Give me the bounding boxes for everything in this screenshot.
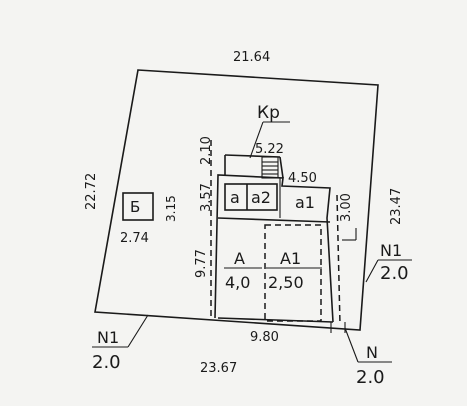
neighbour-bottom-value: 2.0: [356, 367, 385, 388]
kp-label: Кр: [257, 103, 280, 123]
plot-boundary: [94, 69, 379, 331]
house-dim-left-low: 9.77: [194, 249, 209, 278]
neighbour-bottom-leader: [344, 327, 359, 363]
neighbour-right-label: N1: [380, 241, 402, 260]
house-dim-top: 5.22: [255, 142, 284, 157]
neighbour-left-leader: [127, 314, 149, 348]
neighbour-right-leader: [365, 259, 379, 283]
neighbour-left-value: 2.0: [92, 352, 121, 373]
room-a1-dim-height: 3.00: [339, 193, 354, 222]
room-big-a1-label: A1: [280, 249, 301, 268]
setback-line-right: [336, 194, 341, 326]
plot-dim-left: 22.72: [84, 173, 99, 210]
stair-hatch: [261, 156, 279, 179]
house-dim-left-mid: 3.57: [199, 183, 214, 212]
outbuilding-dim-height: 3.15: [164, 195, 178, 222]
outbuilding-dim-width: 2.74: [120, 231, 149, 246]
room-a1-dim-width: 4.50: [288, 171, 317, 186]
room-a-a2-box: [224, 183, 278, 211]
neighbour-bottom-label: N: [366, 343, 378, 362]
neighbour-right-value: 2.0: [380, 263, 409, 284]
room-a-label: a: [230, 188, 240, 207]
outbuilding-b: [122, 192, 154, 221]
kp-leader-line: [249, 121, 264, 159]
house-outline: [214, 154, 334, 323]
plot-dim-right: 23.47: [389, 188, 404, 225]
room-big-a1-height: 2,50: [268, 273, 304, 292]
outbuilding-label: Б: [130, 198, 140, 216]
room-a1-label: a1: [295, 193, 315, 212]
room-big-a-label: A: [234, 249, 245, 268]
neighbour-left-label: N1: [97, 328, 119, 347]
plot-dim-top: 21.64: [233, 50, 270, 65]
plot-dim-bottom: 23.67: [200, 361, 237, 376]
room-a1-dashed-outline: [264, 224, 322, 322]
room-a2-label: a2: [251, 188, 271, 207]
room-big-a-height: 4,0: [225, 273, 250, 292]
house-dim-bottom: 9.80: [250, 330, 279, 345]
